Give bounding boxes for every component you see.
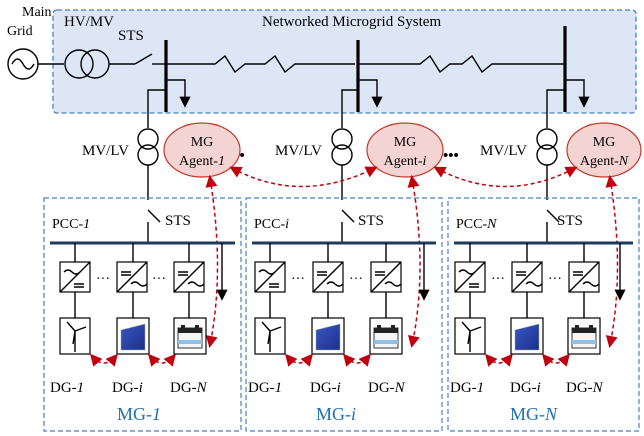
dg-label: DG-N (566, 380, 604, 396)
dg-label: DG-1 (248, 380, 282, 396)
system-title: Networked Microgrid System (262, 14, 441, 30)
top-sts-label: STS (118, 28, 144, 44)
pcc-label-i: PCC-i (254, 217, 289, 232)
agent-link-1-i (229, 166, 378, 188)
mg-agent-i[interactable]: MG Agent-i (366, 122, 444, 178)
mg-agent-1[interactable]: MG Agent-1 (163, 122, 241, 178)
dg-label: DG-i (112, 380, 143, 396)
sts-label-N: STS (557, 213, 583, 229)
dg-label: DG-N (170, 380, 208, 396)
sine-icon (11, 58, 35, 70)
mvlv-transformer-N (536, 128, 558, 200)
mg-box-1 (43, 197, 242, 432)
svg-text:···: ··· (291, 272, 305, 287)
dg-label: DG-i (310, 380, 341, 396)
microgrid-N: PCC-N STS ··· ··· DG-1 DG-i DG-N (450, 209, 633, 424)
svg-text:Agent-i: Agent-i (384, 154, 427, 169)
mvlv-label-N: MV/LV (480, 143, 527, 159)
svg-text:Agent-N: Agent-N (580, 154, 629, 169)
mg-title-N: MG-N (510, 404, 558, 424)
dg-label: DG-1 (50, 380, 84, 396)
mg-title-1: MG-1 (117, 404, 161, 424)
svg-text:MG: MG (394, 135, 417, 150)
microgrid-i: PCC-i STS ··· ··· DG-1 DG-i DG-N (248, 209, 436, 424)
hvmv-label: HV/MV (64, 14, 114, 30)
svg-text:MG: MG (593, 135, 616, 150)
top-feeder-line (166, 54, 355, 74)
ellipsis-2: ••• (443, 148, 459, 164)
microgrid-1: PCC-1 STS ··· ··· DG-1 DG-i DG-N (50, 209, 235, 424)
dg-label: DG-N (368, 380, 406, 396)
sts-switch-icon (546, 209, 560, 223)
mvlv-label-i: MV/LV (275, 143, 322, 159)
main-grid-label-2: Grid (7, 24, 33, 39)
system-box (52, 9, 637, 114)
sts-label-1: STS (165, 213, 191, 229)
svg-text:···: ··· (548, 272, 562, 287)
dg-label: DG-i (510, 380, 541, 396)
agent-mg-link-N (605, 175, 619, 348)
agent-mg-link-1 (205, 175, 219, 348)
svg-text:···: ··· (349, 272, 363, 287)
mg-title-i: MG-i (316, 404, 356, 424)
mvlv-transformer-1 (137, 128, 159, 200)
mg-box-N (447, 197, 640, 432)
svg-text:···: ··· (491, 272, 505, 287)
sts-switch-icon (341, 209, 355, 223)
sts-switch-icon (147, 209, 161, 223)
hvmv-transformer-icon (64, 49, 94, 79)
svg-text:Agent-1: Agent-1 (179, 154, 225, 169)
pcc-label-1: PCC-1 (52, 217, 90, 232)
pcc-label-N: PCC-N (456, 217, 497, 232)
svg-text:MG: MG (191, 135, 214, 150)
mvlv-label-1: MV/LV (82, 143, 129, 159)
mvlv-transformer-i (331, 128, 353, 200)
svg-text:···: ··· (96, 272, 110, 287)
svg-text:···: ··· (152, 272, 166, 287)
top-sts-switch-icon (134, 53, 153, 65)
mg-box-i (245, 197, 443, 432)
main-grid-label-1: Main (22, 5, 52, 20)
agent-mg-link-i (407, 175, 421, 348)
sts-label-i: STS (358, 213, 384, 229)
dg-label: DG-1 (450, 380, 484, 396)
agent-link-i-N (433, 166, 578, 188)
mg-agent-N[interactable]: MG Agent-N (566, 122, 642, 178)
